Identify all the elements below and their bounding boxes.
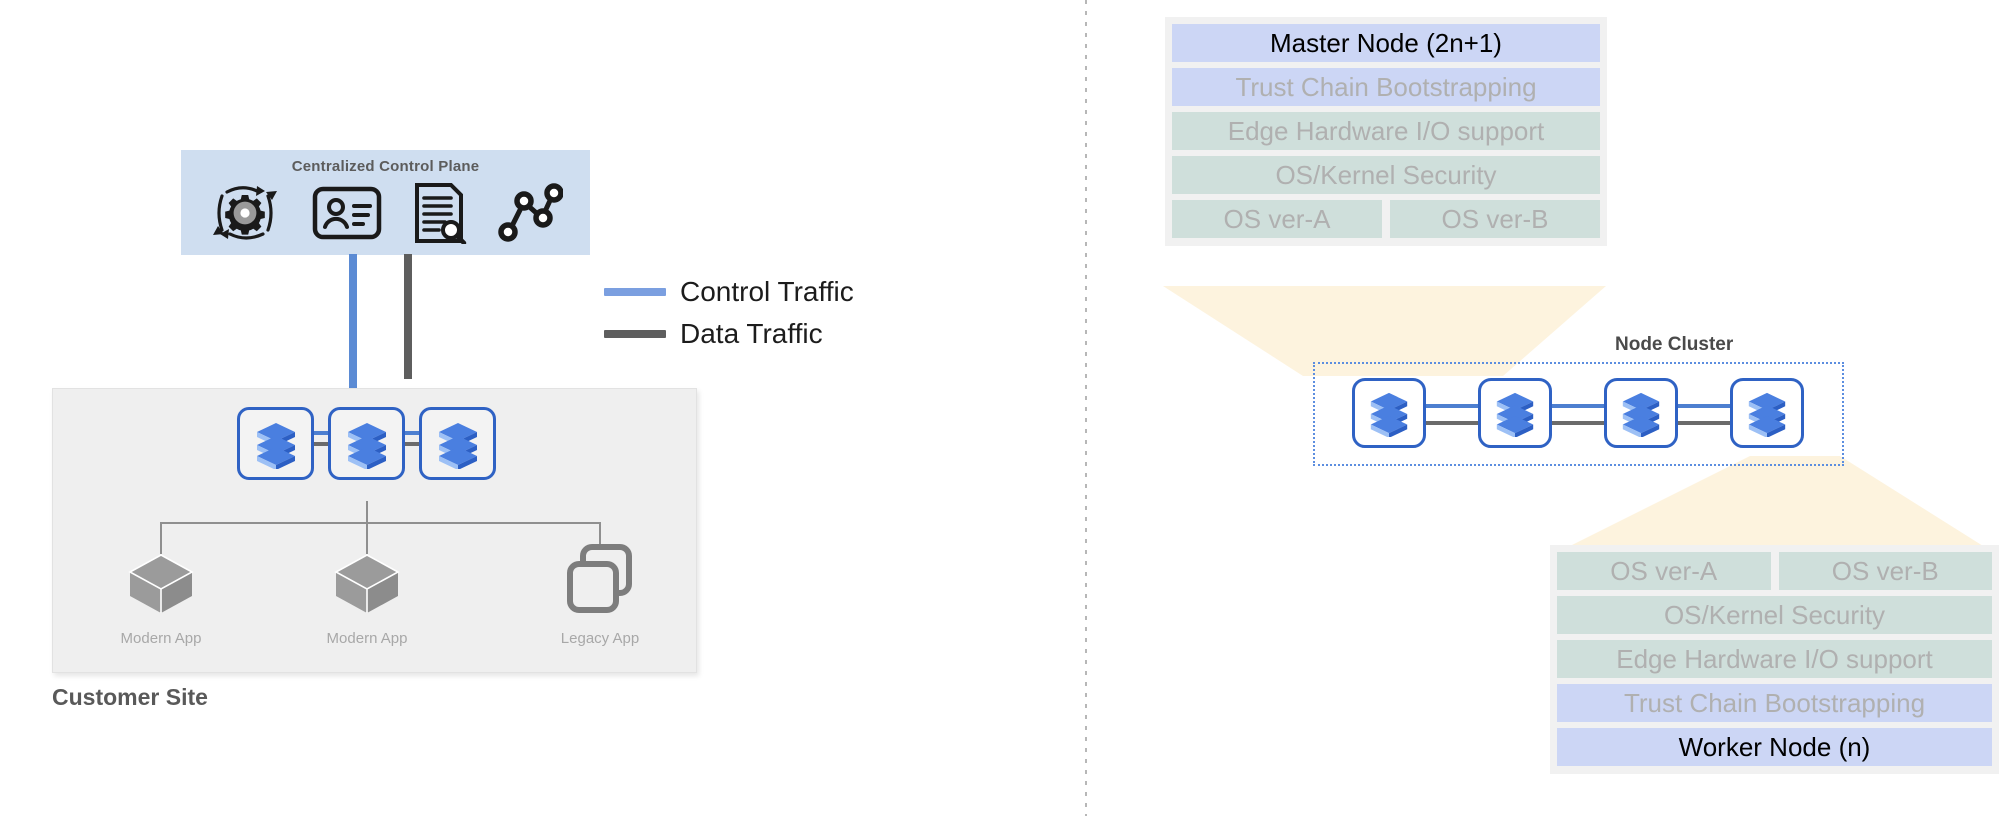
cube-icon — [128, 554, 194, 613]
cluster-link-data-2 — [1552, 421, 1604, 425]
master-trust-chain-layer: Trust Chain Bootstrapping — [1172, 68, 1600, 106]
master-os-version-row: OS ver-A OS ver-B — [1172, 200, 1600, 238]
node-link-data-2 — [405, 442, 419, 446]
control-traffic-label: Control Traffic — [680, 276, 854, 307]
server-stack-icon — [1370, 392, 1408, 437]
site-node-2 — [328, 407, 405, 480]
right-node-cluster-label: Node Cluster — [1615, 334, 1734, 355]
server-stack-icon — [256, 422, 295, 469]
stacked-windows-icon — [567, 544, 632, 613]
server-stack-icon — [1622, 392, 1660, 437]
worker-os-version-row: OS ver-A OS ver-B — [1557, 552, 1992, 590]
cluster-link-control-2 — [1552, 404, 1604, 408]
cicd-gear-icon — [208, 182, 282, 244]
app-legacy-label: Legacy App — [560, 630, 640, 647]
document-search-icon — [411, 182, 467, 244]
data-traffic-label: Data Traffic — [680, 318, 823, 349]
worker-os-kernel-security-layer: OS/Kernel Security — [1557, 596, 1992, 634]
tree-drop-3 — [599, 522, 601, 544]
right-node-cluster-box — [1313, 362, 1844, 466]
site-node-3 — [419, 407, 496, 480]
cluster-node-2 — [1478, 378, 1552, 448]
control-plane-icon-row — [193, 178, 578, 248]
cluster-node-4 — [1730, 378, 1804, 448]
node-link-data-1 — [314, 442, 328, 446]
cluster-link-control-1 — [1426, 404, 1478, 408]
control-plane-title: Centralized Control Plane — [291, 158, 480, 175]
server-stack-icon — [438, 422, 477, 469]
app-modern-1-label: Modern App — [120, 630, 202, 647]
server-stack-icon — [1748, 392, 1786, 437]
app-modern-2-label: Modern App — [326, 630, 408, 647]
control-traffic-swatch — [604, 288, 666, 296]
cluster-to-worker-funnel — [1550, 456, 1999, 556]
master-os-kernel-security-layer: OS/Kernel Security — [1172, 156, 1600, 194]
cluster-link-data-1 — [1426, 421, 1478, 425]
cluster-node-1 — [1352, 378, 1426, 448]
data-traffic-trunk-line — [404, 254, 412, 379]
app-modern-2: Modern App — [297, 549, 437, 647]
cube-icon — [334, 554, 400, 613]
site-node-1 — [237, 407, 314, 480]
data-traffic-swatch — [604, 330, 666, 338]
master-to-cluster-funnel — [1163, 286, 1606, 376]
worker-trust-chain-layer: Trust Chain Bootstrapping — [1557, 684, 1992, 722]
master-os-ver-a: OS ver-A — [1172, 200, 1382, 238]
customer-site-box: Node Cluster Modern App — [52, 388, 697, 673]
app-legacy: Legacy App — [530, 539, 670, 647]
network-graph-icon — [497, 182, 564, 244]
tree-drop-1 — [160, 522, 162, 554]
tree-trunk — [366, 501, 368, 523]
server-stack-icon — [1496, 392, 1534, 437]
master-node-stack: Master Node (2n+1) Trust Chain Bootstrap… — [1165, 17, 1607, 246]
server-stack-icon — [347, 422, 386, 469]
panel-divider — [1085, 0, 1087, 816]
worker-os-ver-a: OS ver-A — [1557, 552, 1771, 590]
traffic-legend: Control Traffic Data Traffic — [604, 271, 854, 355]
worker-os-ver-b: OS ver-B — [1778, 552, 1992, 590]
app-modern-1: Modern App — [91, 549, 231, 647]
worker-node-title-layer: Worker Node (n) — [1557, 728, 1992, 766]
cluster-node-3 — [1604, 378, 1678, 448]
cluster-link-control-3 — [1678, 404, 1730, 408]
tree-rail — [160, 522, 600, 524]
tree-drop-2 — [366, 522, 368, 554]
master-edge-hardware-layer: Edge Hardware I/O support — [1172, 112, 1600, 150]
worker-node-stack: OS ver-A OS ver-B OS/Kernel Security Edg… — [1550, 545, 1999, 774]
node-link-control-2 — [405, 431, 419, 435]
centralized-control-plane-box: Centralized Control Plane — [181, 150, 590, 255]
id-card-icon — [312, 186, 382, 240]
control-traffic-trunk-line — [349, 254, 357, 402]
worker-edge-hardware-layer: Edge Hardware I/O support — [1557, 640, 1992, 678]
master-os-ver-b: OS ver-B — [1390, 200, 1600, 238]
legend-item-control-traffic: Control Traffic — [604, 271, 854, 313]
master-node-title-layer: Master Node (2n+1) — [1172, 24, 1600, 62]
cluster-link-data-3 — [1678, 421, 1730, 425]
node-link-control-1 — [314, 431, 328, 435]
customer-site-label: Customer Site — [52, 684, 208, 710]
legend-item-data-traffic: Data Traffic — [604, 313, 854, 355]
